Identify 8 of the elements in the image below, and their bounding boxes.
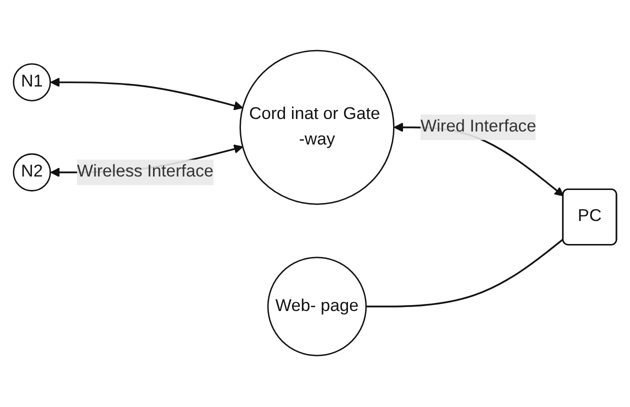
arrow [50,78,244,111]
node-circle: Web- page [267,257,367,357]
node-circle: N1 [12,64,51,102]
node-circle: N2 [12,154,51,192]
edge-label: Wireless Interface [76,163,214,182]
connector [366,238,564,308]
edge-label: Wired Interface [420,118,536,136]
node-circle: Cord inat or Gate -way [240,50,395,206]
